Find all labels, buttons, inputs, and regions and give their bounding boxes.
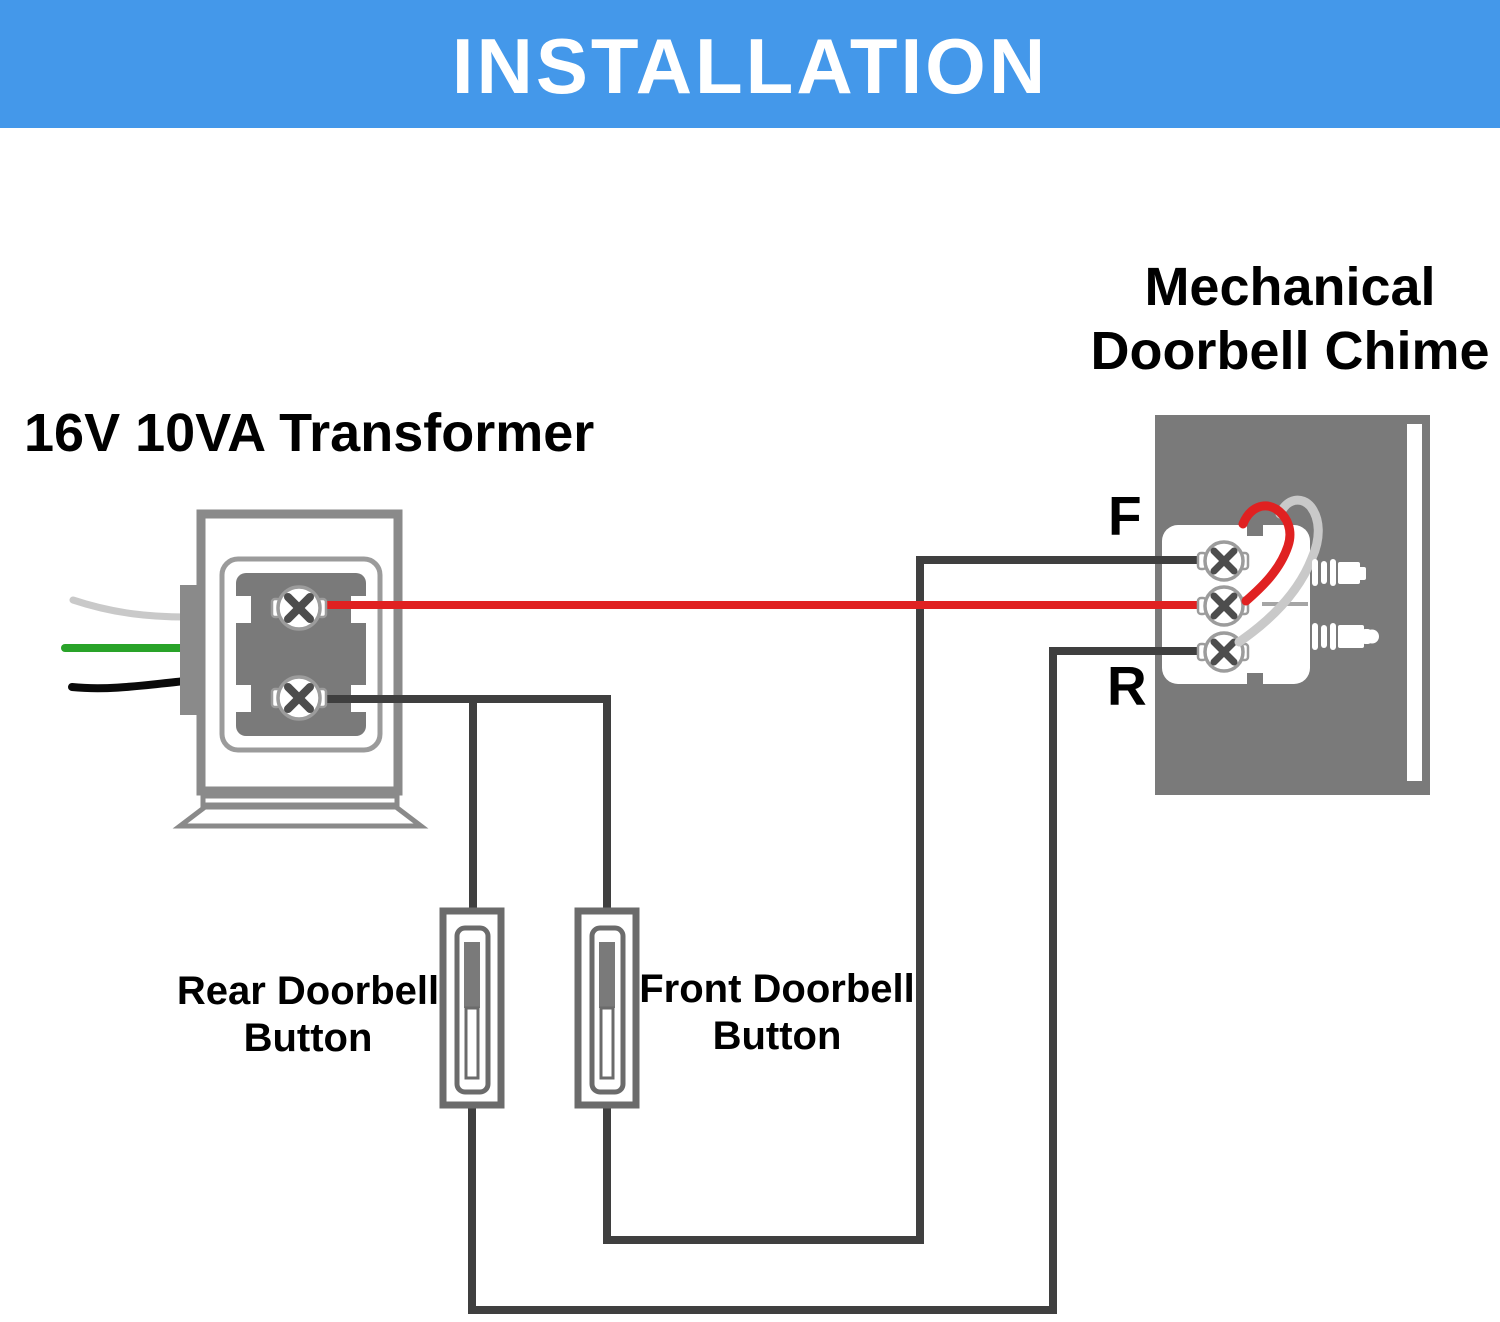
neutral-wire — [69, 596, 190, 621]
rear-button-label-line1: Rear Doorbell — [176, 969, 440, 1013]
spring-bolt-icon — [1312, 623, 1379, 650]
front-terminal-label: F — [1108, 485, 1142, 547]
header-banner: INSTALLATION — [0, 0, 1500, 128]
conduit-tab — [180, 585, 198, 715]
circuit-wires — [310, 556, 1224, 1314]
screw-terminal-icon — [1196, 540, 1250, 582]
screw-terminal-icon — [1196, 631, 1250, 673]
transformer-base — [172, 804, 429, 829]
screw-terminals — [270, 540, 1250, 721]
chime-label-line2: Doorbell Chime — [1090, 321, 1490, 381]
block-notch — [1247, 525, 1263, 536]
rear-doorbell-button-graphic — [439, 907, 505, 1109]
front-button-label-line2: Button — [712, 1014, 842, 1058]
front-return-wire — [603, 556, 1212, 1244]
transformer-graphic — [61, 509, 429, 829]
hot-supply-wire — [68, 677, 190, 693]
front-doorbell-button-graphic — [574, 907, 640, 1109]
doorbell-buttons — [439, 907, 640, 1109]
red-jumper-wire — [1238, 501, 1295, 606]
chime-label: Mechanical Doorbell Chime — [1070, 255, 1500, 383]
transformer-base-bar — [200, 793, 400, 808]
panel-notch — [236, 685, 251, 712]
transformer-to-buttons-wire — [310, 695, 611, 914]
gray-jumper-wire — [1234, 495, 1323, 647]
block-notch — [1247, 673, 1263, 684]
chime-jumpers — [1234, 495, 1323, 647]
rear-button-label-line2: Button — [243, 1016, 373, 1060]
screw-terminal-icon — [270, 585, 328, 631]
transformer-label: 16V 10VA Transformer — [24, 403, 595, 463]
chime-label-line1: Mechanical — [1144, 257, 1436, 317]
rear-button-label: Rear Doorbell Button — [158, 968, 458, 1062]
rear-return-wire — [468, 647, 1215, 1314]
spring-bolt-icon — [1312, 559, 1366, 586]
front-button-label-line1: Front Doorbell — [639, 967, 915, 1011]
panel-notch — [236, 596, 251, 623]
screw-terminal-icon — [1196, 585, 1250, 627]
screw-terminal-icon — [270, 675, 328, 721]
page-title: INSTALLATION — [451, 21, 1049, 110]
spring-contacts — [1312, 559, 1379, 650]
rear-terminal-label: R — [1107, 655, 1147, 717]
chime-side-stripe — [1407, 424, 1422, 781]
panel-notch — [351, 596, 366, 623]
front-button-label: Front Doorbell Button — [627, 966, 927, 1060]
